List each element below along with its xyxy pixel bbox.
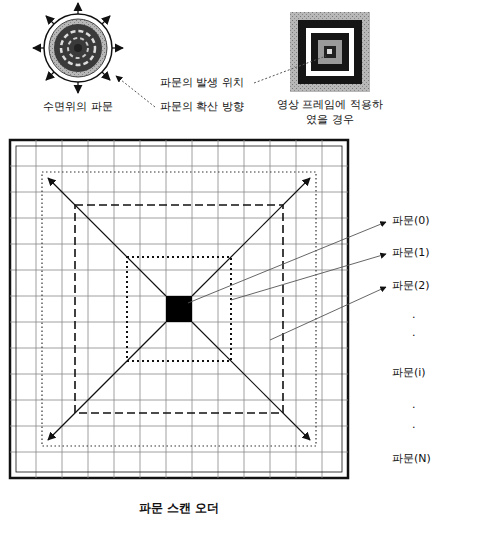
ripple-circle [33,3,123,93]
ripple-label: 파문(0) [392,214,430,229]
illustration-caption: 수면위의 파문 [43,100,113,115]
ripple-label: 파문(N) [392,452,431,467]
ripple-label: 파문(2) [392,279,430,294]
callout-label: 파문의 발생 위치 [160,76,244,91]
callout-label: 파문의 확산 방향 [160,100,244,115]
ripple-label: 파문(1) [392,246,430,261]
scan-grid [10,140,348,478]
figure-caption: 파문 스캔 오더 [139,500,219,516]
callout-label: 영상 프레임에 적용하였을 경우 [275,98,385,128]
ellipsis-dot: . [412,418,416,433]
ripple-label: 파문(i) [392,366,426,381]
ellipsis-dot: . [412,308,416,323]
ellipsis-dot: . [412,398,416,413]
ellipsis-dot: . [412,326,416,341]
frame-ripple-square [290,12,370,92]
leader-line [188,222,386,340]
